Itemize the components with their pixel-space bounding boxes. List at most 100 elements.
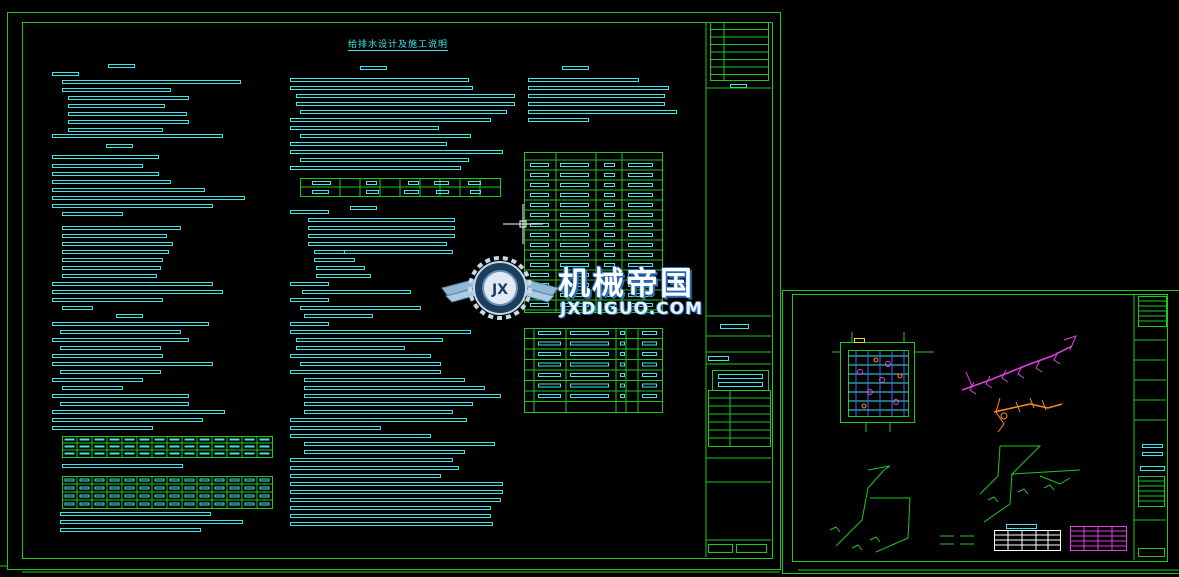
drawing-no-cell [1138, 548, 1165, 557]
schedule-table-b-cell [214, 502, 225, 506]
text-line [52, 290, 223, 294]
text-line [62, 306, 93, 310]
text-line [530, 273, 549, 277]
text-line [620, 331, 625, 335]
stamp-label [720, 324, 749, 329]
text-line [570, 394, 609, 398]
text-line [570, 331, 609, 335]
schedule-table-b-cell [154, 494, 165, 498]
fixture-symbol [893, 399, 899, 405]
text-line [68, 104, 165, 108]
schedule-table-b-cell [259, 502, 270, 506]
stamp-label [708, 356, 729, 361]
isometric-branch [965, 371, 973, 387]
drain-fitting [1017, 488, 1029, 495]
text-line [290, 482, 503, 486]
schedule-table-b-cell [229, 494, 240, 498]
text-line [316, 274, 371, 278]
text-line [530, 193, 549, 197]
schedule-table-a-cell [154, 445, 165, 448]
text-line [290, 298, 329, 302]
text-line [68, 112, 187, 116]
drawing-no-cell [736, 544, 767, 553]
schedule-table-a-cell [94, 452, 105, 455]
sheet-2-inner-border [792, 294, 1168, 562]
schedule-table-a-cell [139, 445, 150, 448]
schedule-table-b-cell [109, 494, 120, 498]
schedule-table-a-cell [199, 445, 210, 448]
text-line [642, 383, 657, 388]
text-line [404, 190, 419, 194]
text-line [52, 418, 203, 422]
text-line [300, 362, 441, 366]
text-line [308, 242, 447, 246]
schedule-table-b-cell [139, 478, 150, 482]
text-line [60, 520, 243, 524]
schedule-table-b-cell [139, 486, 150, 490]
text-line [52, 155, 159, 159]
room-tag [854, 338, 865, 343]
text-line [290, 506, 491, 510]
text-line [290, 142, 447, 146]
text-line [604, 263, 615, 267]
text-line [604, 273, 615, 277]
drain-fitting [829, 526, 841, 533]
text-line [604, 193, 615, 197]
text-line [560, 223, 589, 227]
schedule-table-a-cell [244, 452, 255, 455]
schedule-table-b-cell [229, 502, 240, 506]
schedule-table-a-cell [64, 445, 75, 448]
stamp-label [1142, 444, 1163, 448]
text-line [470, 190, 481, 194]
schedule-table-b-cell [124, 502, 135, 506]
schedule-table-a-cell [154, 438, 165, 441]
isometric-hotwater-branch [1041, 399, 1047, 411]
text-line [560, 263, 589, 267]
schedule-table-b-cell [244, 478, 255, 482]
stamp-label [1142, 452, 1163, 456]
text-line [604, 213, 615, 217]
text-line [530, 203, 549, 207]
schedule-table-b-cell [199, 502, 210, 506]
text-line [560, 163, 589, 167]
text-line [106, 144, 133, 148]
text-line [642, 352, 657, 356]
text-line [290, 210, 329, 214]
text-line [300, 306, 421, 310]
text-line [530, 243, 549, 247]
table-title [1006, 524, 1037, 529]
schedule-table-b-cell [214, 478, 225, 482]
schedule-table-a-cell [184, 452, 195, 455]
schedule-table-a-cell [214, 438, 225, 441]
isometric-branch [1063, 335, 1077, 351]
schedule-table-b-cell [259, 494, 270, 498]
text-line [620, 341, 625, 346]
text-line [116, 314, 143, 318]
schedule-table-a-cell [229, 445, 240, 448]
text-line [290, 322, 329, 326]
isometric-riser [1001, 369, 1009, 383]
schedule-table-a-cell [94, 438, 105, 441]
text-line [530, 213, 549, 217]
text-line [360, 66, 387, 70]
text-line [290, 522, 493, 526]
text-line [434, 181, 449, 185]
text-line [538, 352, 561, 356]
text-line [290, 282, 329, 286]
emblem-letters: JX [491, 282, 508, 298]
text-line [62, 242, 173, 246]
schedule-table-a-cell [229, 452, 240, 455]
text-line [304, 394, 501, 398]
text-line [604, 183, 615, 187]
schedule-table-a-cell [124, 445, 135, 448]
schedule-table-a-cell [244, 438, 255, 441]
text-line [52, 196, 245, 200]
drain-isometric-b [979, 445, 1001, 495]
schedule-table-b-cell [169, 494, 180, 498]
drain-isometric-b [1039, 475, 1071, 485]
legend-table [524, 152, 663, 313]
text-line [560, 253, 589, 257]
fixture-symbol [873, 357, 879, 363]
schedule-table-a-cell [169, 438, 180, 441]
